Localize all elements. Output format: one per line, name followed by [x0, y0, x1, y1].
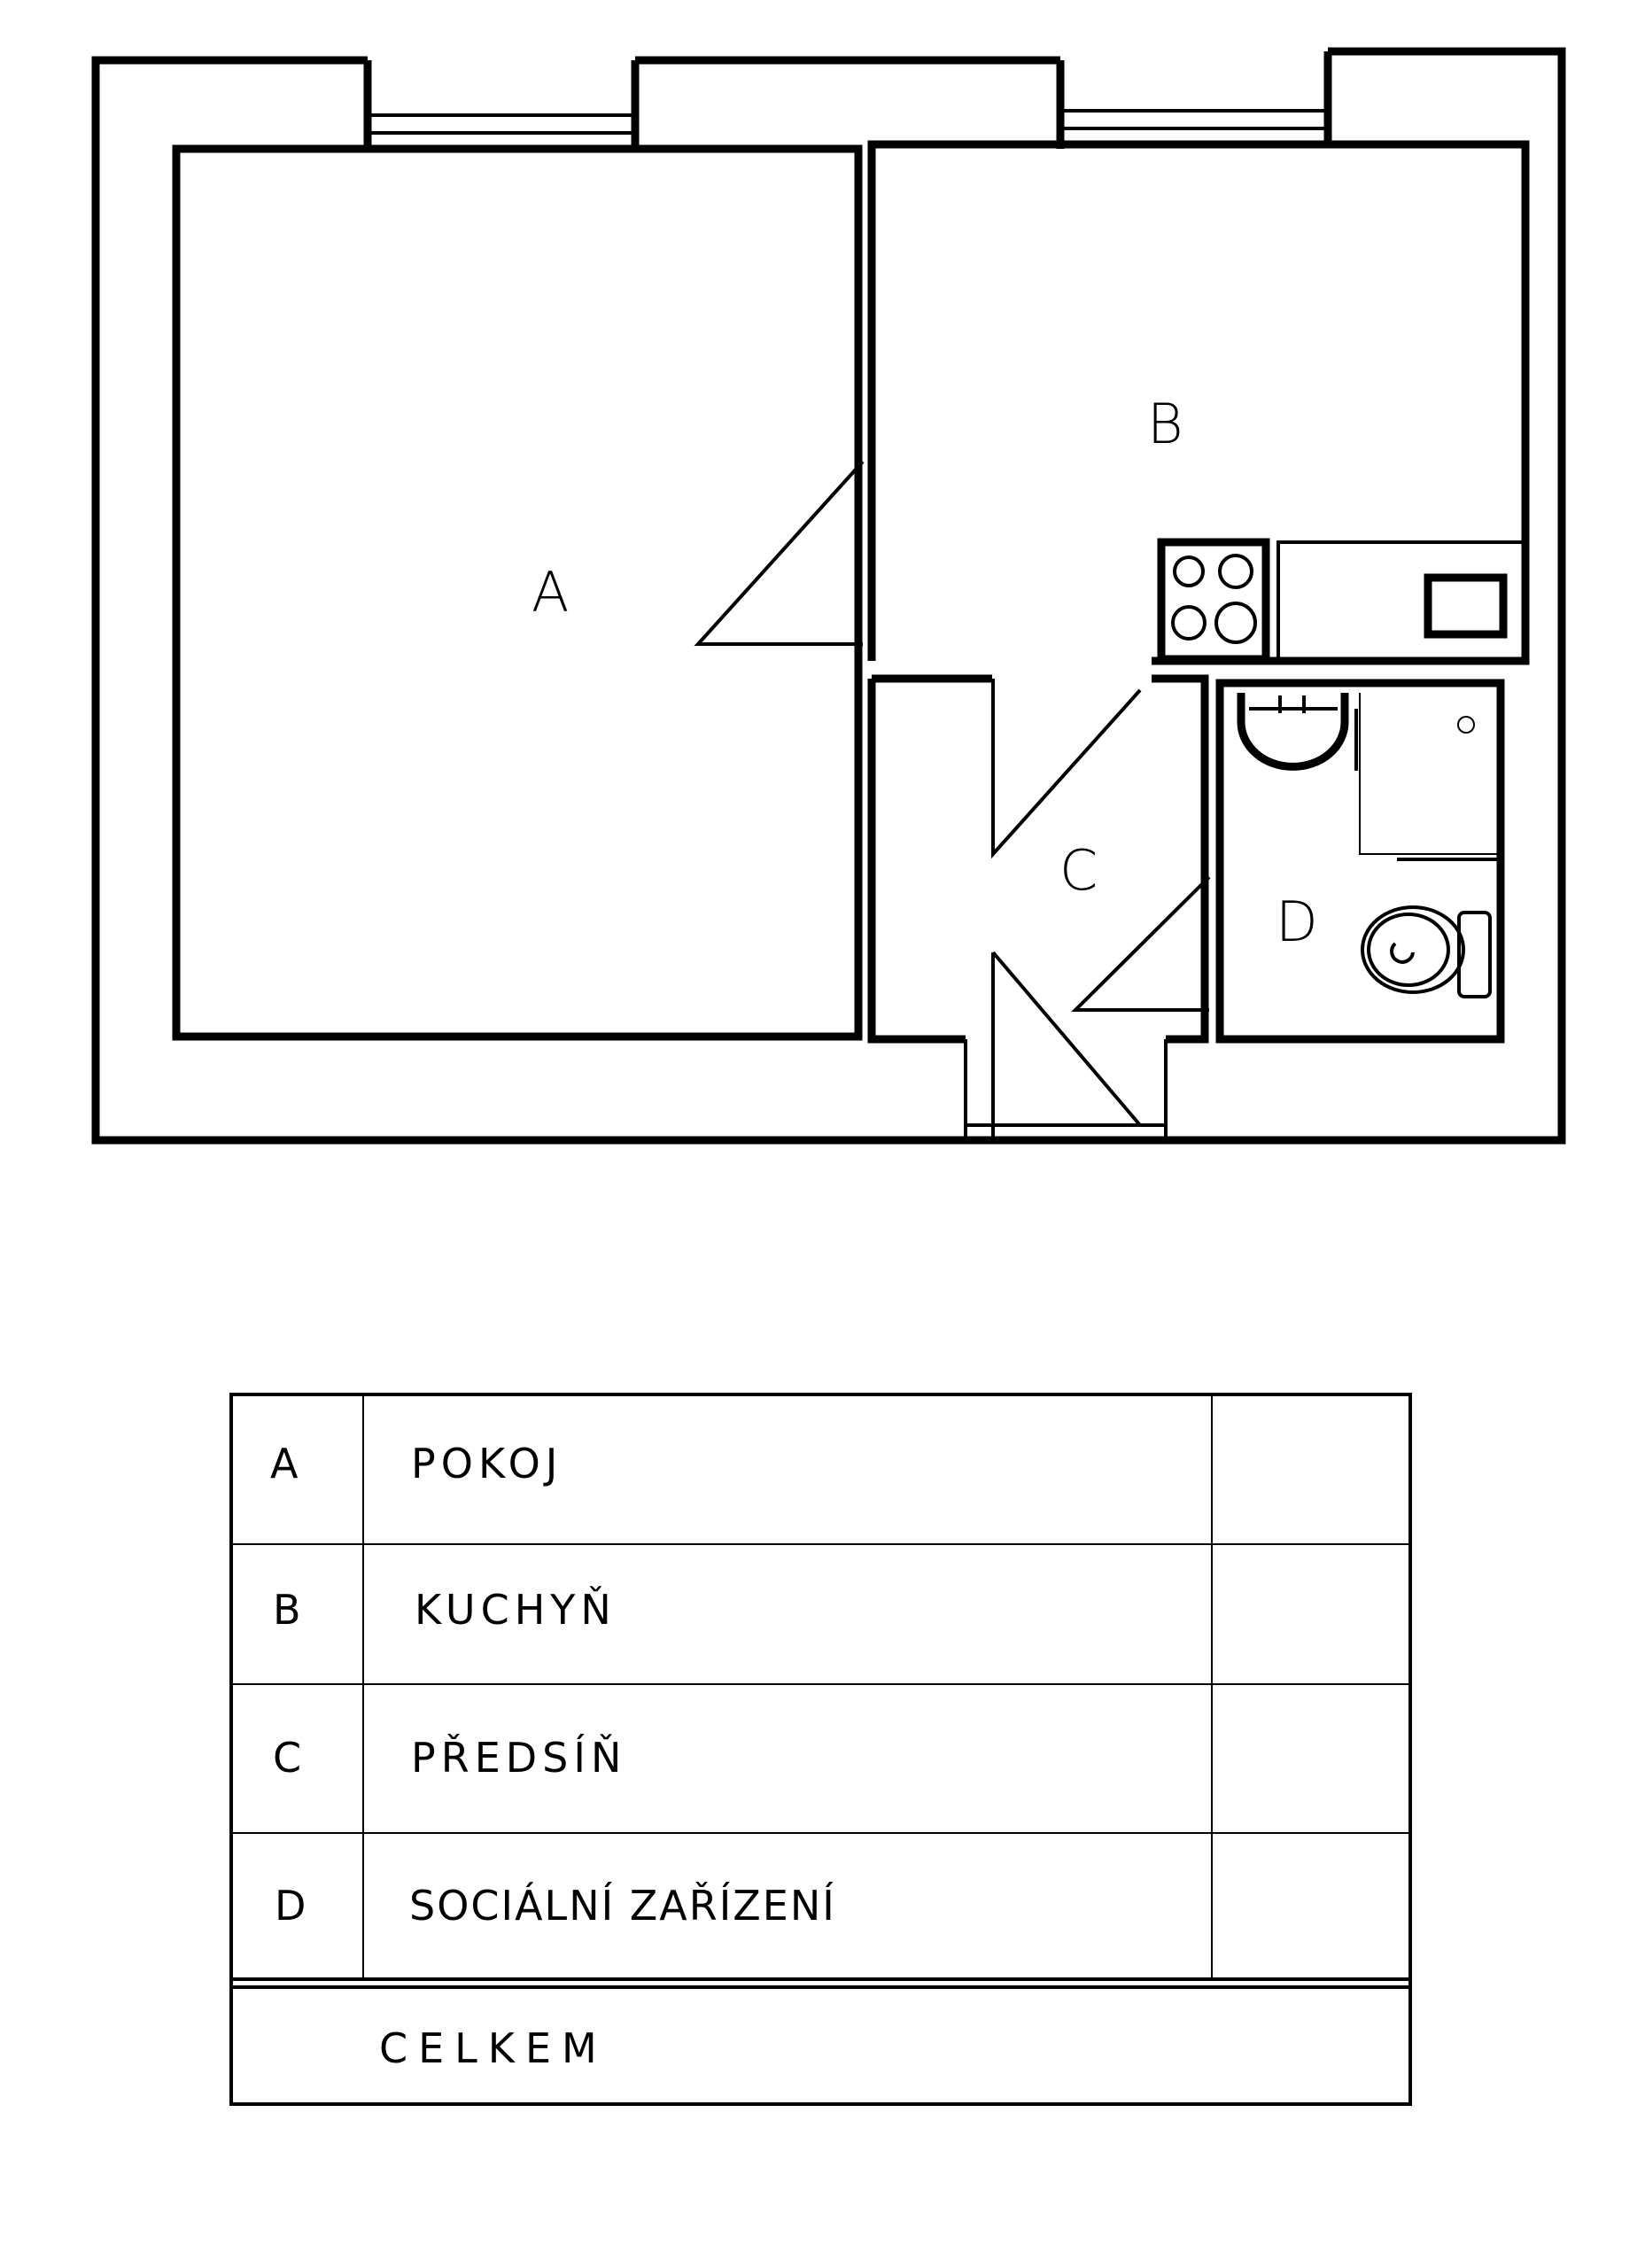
legend-name: KUCHYŇ: [415, 1586, 617, 1634]
legend-row: D SOCIÁLNÍ ZAŘÍZENÍ: [275, 1882, 836, 1930]
room-d: D: [1215, 679, 1505, 1044]
legend-code: D: [275, 1882, 311, 1930]
room-label-d: D: [1276, 889, 1318, 954]
room-label-c: C: [1059, 838, 1098, 903]
toilet-icon: [1361, 905, 1492, 998]
room-b: B: [867, 140, 1530, 665]
stove-icon: [1157, 538, 1270, 664]
kitchen-counter-sink-icon: [1276, 540, 1527, 661]
room-a: A: [172, 144, 865, 1041]
legend-code: B: [273, 1586, 306, 1634]
room-label-a: A: [532, 560, 569, 625]
room-legend-table: A POKOJ B KUCHYŇ C PŘEDSÍŇ D SOCIÁLNÍ ZA…: [229, 1393, 1412, 2106]
room-label-b: B: [1147, 392, 1183, 456]
door-swing-bathroom: [1071, 875, 1211, 1012]
washbasin-icon: [1237, 693, 1349, 771]
legend-row: A POKOJ: [270, 1440, 563, 1487]
legend-name: PŘEDSÍŇ: [411, 1734, 626, 1782]
entrance-door: [964, 951, 1168, 1140]
legend-total-label: CELKEM: [379, 2024, 608, 2072]
door-swing-a: [694, 460, 865, 646]
legend-row: B KUCHYŇ: [273, 1586, 617, 1634]
shower-tray-icon: [1354, 693, 1497, 861]
legend-name: POKOJ: [411, 1440, 563, 1487]
room-c: C: [867, 674, 1211, 1044]
legend-name: SOCIÁLNÍ ZAŘÍZENÍ: [409, 1882, 836, 1930]
outer-walls: [91, 47, 1566, 1145]
legend-code: A: [270, 1440, 303, 1487]
legend-row: C PŘEDSÍŇ: [273, 1734, 626, 1782]
legend-code: C: [273, 1734, 306, 1782]
door-swing-kitchen: [991, 679, 1142, 859]
window-room-a: [368, 113, 635, 135]
window-room-b: [1060, 109, 1328, 130]
